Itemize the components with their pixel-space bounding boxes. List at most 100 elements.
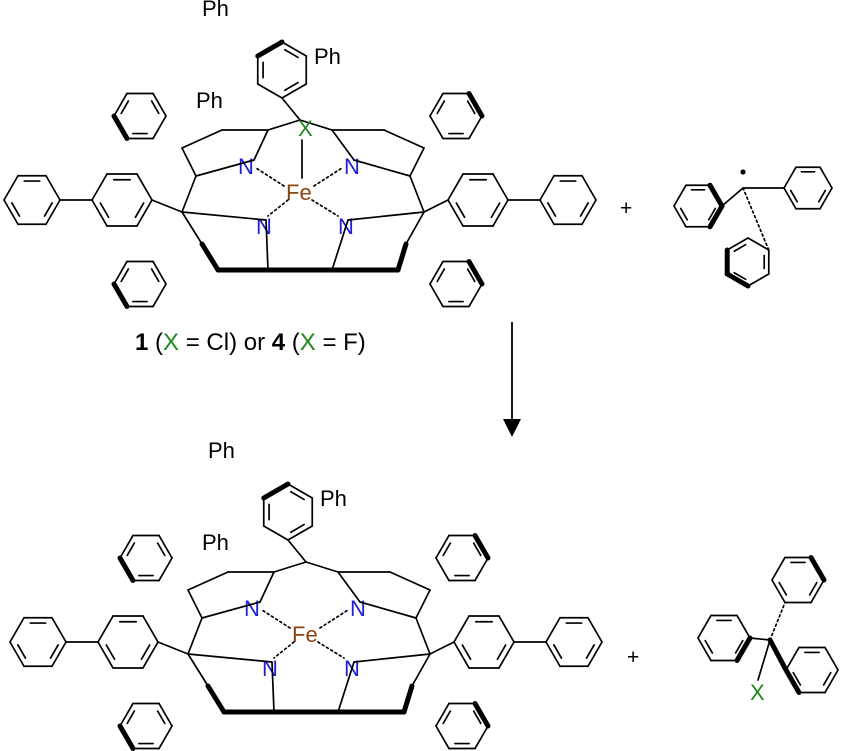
ring-bond	[673, 205, 687, 228]
pyrrole-bond	[331, 129, 355, 161]
ring-double-bond	[289, 523, 305, 534]
macrocycle-bond	[409, 175, 425, 213]
macrocycle-bond	[299, 119, 333, 131]
macrocycle-bond	[411, 653, 431, 687]
ring-bond	[435, 557, 450, 582]
ring-bond	[113, 92, 128, 117]
ring-bond	[545, 616, 561, 643]
ring-bond	[435, 725, 450, 750]
nitrogen-atom: N	[238, 154, 254, 179]
ring-bond	[453, 615, 470, 643]
ring-bond	[152, 92, 167, 117]
ring-bond	[726, 237, 749, 251]
ring-bond	[435, 534, 450, 559]
ring-bond	[783, 187, 797, 210]
ring-bond	[466, 258, 485, 287]
ring-double-bond	[16, 643, 27, 659]
ring-double-bond	[778, 581, 788, 596]
macrocycle-bond	[199, 241, 221, 273]
fe-n-coordination	[255, 167, 285, 187]
ring-double-bond	[436, 100, 446, 115]
phenyl-ring	[724, 237, 770, 289]
meso-aryl-ring	[453, 615, 515, 669]
macrocycle-bond	[401, 683, 415, 715]
macrocycle-bond	[187, 617, 203, 655]
ring-double-bond	[733, 271, 747, 281]
meso-aryl-bond	[157, 641, 189, 655]
ring-double-bond	[490, 202, 501, 219]
ring-bond	[429, 260, 444, 285]
ring-bond	[447, 173, 464, 201]
ring-bond	[819, 187, 833, 210]
ring-bond	[287, 525, 314, 541]
radical-dot	[740, 169, 746, 175]
phenyl-label: Ph	[320, 486, 347, 511]
fe-n-coordination	[273, 641, 295, 659]
ring-bond	[111, 113, 130, 142]
ring-bond	[9, 616, 25, 643]
meso-aryl-bond	[423, 199, 449, 213]
ring-bond	[158, 557, 173, 582]
ring-bond	[466, 90, 485, 119]
pyrrole-bond	[265, 219, 269, 271]
ring-bond	[136, 173, 153, 201]
ring-bond	[819, 166, 833, 189]
macrocycle-bond	[305, 561, 339, 573]
pyrrole-bond	[201, 601, 261, 619]
reactant-caption: 1 (X = Cl) or 4 (X = F)	[135, 329, 366, 356]
macrocycle-bond	[181, 129, 223, 149]
ring-bond	[136, 199, 153, 227]
fe-n-coordination	[313, 167, 343, 187]
ring-bond	[255, 39, 285, 59]
ring-double-bond	[289, 490, 305, 501]
macrocycle-bond	[415, 617, 431, 655]
ring-double-bond	[704, 639, 714, 654]
ring-bond	[447, 199, 464, 227]
phenyl-label: Ph	[196, 88, 223, 113]
ring-bond	[587, 641, 603, 668]
ring-bond	[119, 534, 134, 559]
ring-double-bond	[156, 710, 166, 725]
ring-bond	[142, 615, 159, 643]
ring-bond	[113, 260, 128, 285]
ring-bond	[707, 182, 725, 209]
ring-double-bond	[466, 268, 476, 283]
ring-double-bond	[10, 201, 21, 217]
ring-bond	[771, 579, 786, 604]
macrocycle-bond	[405, 211, 425, 245]
pyrrole-bond	[347, 211, 425, 221]
ring-double-bond	[442, 542, 452, 557]
nitrogen-atom: N	[262, 656, 278, 681]
ring-bond	[724, 271, 751, 289]
ring-bond	[119, 702, 134, 727]
phenyl-ring	[545, 616, 603, 668]
ring-bond	[474, 557, 489, 582]
ring-double-bond	[789, 189, 799, 203]
nitrogen-atom: N	[256, 214, 272, 239]
phenyl-ring	[429, 90, 485, 140]
ring-double-bond	[734, 639, 744, 654]
ring-double-bond	[140, 644, 151, 661]
ring-double-bond	[808, 581, 818, 596]
trityl-bond	[721, 187, 744, 207]
ring-bond	[91, 173, 108, 201]
macrocycle-bond	[273, 561, 307, 573]
ring-bond	[91, 199, 108, 227]
phenyl-ring	[9, 616, 67, 668]
ring-double-bond	[585, 643, 596, 659]
phenyl-label: Ph	[208, 438, 235, 463]
ring-bond	[492, 173, 509, 201]
ring-bond	[429, 283, 444, 308]
pyrrole-bond	[331, 219, 349, 271]
ring-bond	[474, 725, 489, 750]
phenyl-ring	[783, 646, 839, 696]
ring-bond	[468, 115, 483, 140]
ring-double-bond	[120, 100, 130, 115]
phenyl-ring	[771, 554, 827, 604]
ring-double-bond	[679, 207, 689, 221]
pyrrole-bond	[337, 661, 355, 713]
ring-bond	[287, 483, 314, 499]
ring-bond	[262, 525, 289, 541]
